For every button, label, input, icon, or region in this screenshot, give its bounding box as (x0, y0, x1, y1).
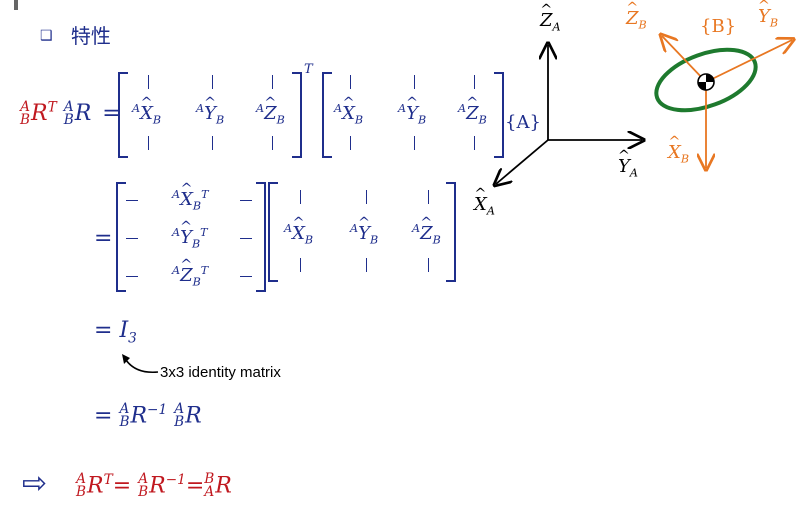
matrix1-right-bracket (292, 72, 302, 158)
body-ellipse (654, 47, 758, 113)
identity-annotation: 3x3 identity matrix (160, 364, 281, 381)
m3-row-y: AYBT (172, 226, 208, 251)
m4-bar-bot-2 (366, 258, 367, 272)
m3-row-x: AXBT (172, 188, 209, 213)
m1-col-z: AZB (256, 102, 285, 127)
matrix1-left-bracket (118, 72, 128, 158)
m2-bar-top-3 (474, 75, 475, 89)
m3-dash-l1 (126, 200, 138, 201)
m1-bar-top-2 (212, 75, 213, 89)
m4-bar-top-1 (300, 190, 301, 204)
m1-bar-bot-3 (272, 136, 273, 150)
m2-bar-top-1 (350, 75, 351, 89)
m4-bar-bot-1 (300, 258, 301, 272)
m1-bar-bot-1 (148, 136, 149, 150)
m2-col-x: AXB (334, 102, 363, 127)
axis-B-x-label: XB (668, 142, 689, 166)
frame-A-axes (480, 0, 660, 220)
identity-line: = I3 (94, 318, 137, 347)
matrix4-left-bracket (268, 182, 278, 282)
axis-A-z-label: ZA (540, 10, 561, 34)
matrix1-T-superscript: T (304, 62, 313, 77)
m2-col-y: AYB (398, 102, 426, 127)
m4-bar-bot-3 (428, 258, 429, 272)
m2-col-z: AZB (458, 102, 487, 127)
m4-col-x: AXB (284, 222, 313, 247)
axis-A-x-label: XA (474, 194, 495, 218)
m1-col-y: AYB (196, 102, 224, 127)
matrix3-left-bracket (116, 182, 126, 292)
m3-dash-r1 (240, 200, 252, 201)
m1-bar-top-3 (272, 75, 273, 89)
frame-B-label: {B} (700, 16, 737, 37)
matrix2-right-bracket (494, 72, 504, 158)
m3-dash-l2 (126, 238, 138, 239)
axis-B-z-label: ZB (626, 8, 647, 32)
equals-1: = (102, 101, 121, 127)
m2-bar-bot-1 (350, 136, 351, 150)
m2-bar-top-2 (414, 75, 415, 89)
frame-A-label: {A} (505, 112, 541, 133)
m4-col-z: AZB (412, 222, 441, 247)
m2-bar-bot-3 (474, 136, 475, 150)
m3-dash-l3 (126, 276, 138, 277)
heading: ❑ 特性 (40, 20, 111, 49)
m3-dash-r2 (240, 238, 252, 239)
m1-bar-top-1 (148, 75, 149, 89)
m3-row-z: AZBT (172, 264, 208, 289)
m1-col-x: AXB (132, 102, 161, 127)
axis-A-y-label: YA (618, 156, 638, 180)
m4-bar-top-3 (428, 190, 429, 204)
m3-dash-r3 (240, 276, 252, 277)
matrix2-left-bracket (322, 72, 332, 158)
corner-tick (14, 0, 18, 10)
matrix3-right-bracket (256, 182, 266, 292)
frame-B-diagram (654, 0, 799, 200)
m4-col-y: AYB (350, 222, 378, 247)
equals-2: = (94, 226, 113, 251)
m1-bar-bot-2 (212, 136, 213, 150)
conclusion-arrow-icon: ⇨ (22, 466, 48, 501)
heading-title: 特性 (70, 24, 111, 48)
axis-B-y-label: YB (758, 6, 778, 30)
bullet-icon: ❑ (40, 28, 53, 44)
matrix4-right-bracket (446, 182, 456, 282)
m2-bar-bot-2 (414, 136, 415, 150)
annotation-arrow (122, 354, 159, 374)
m4-bar-top-2 (366, 190, 367, 204)
